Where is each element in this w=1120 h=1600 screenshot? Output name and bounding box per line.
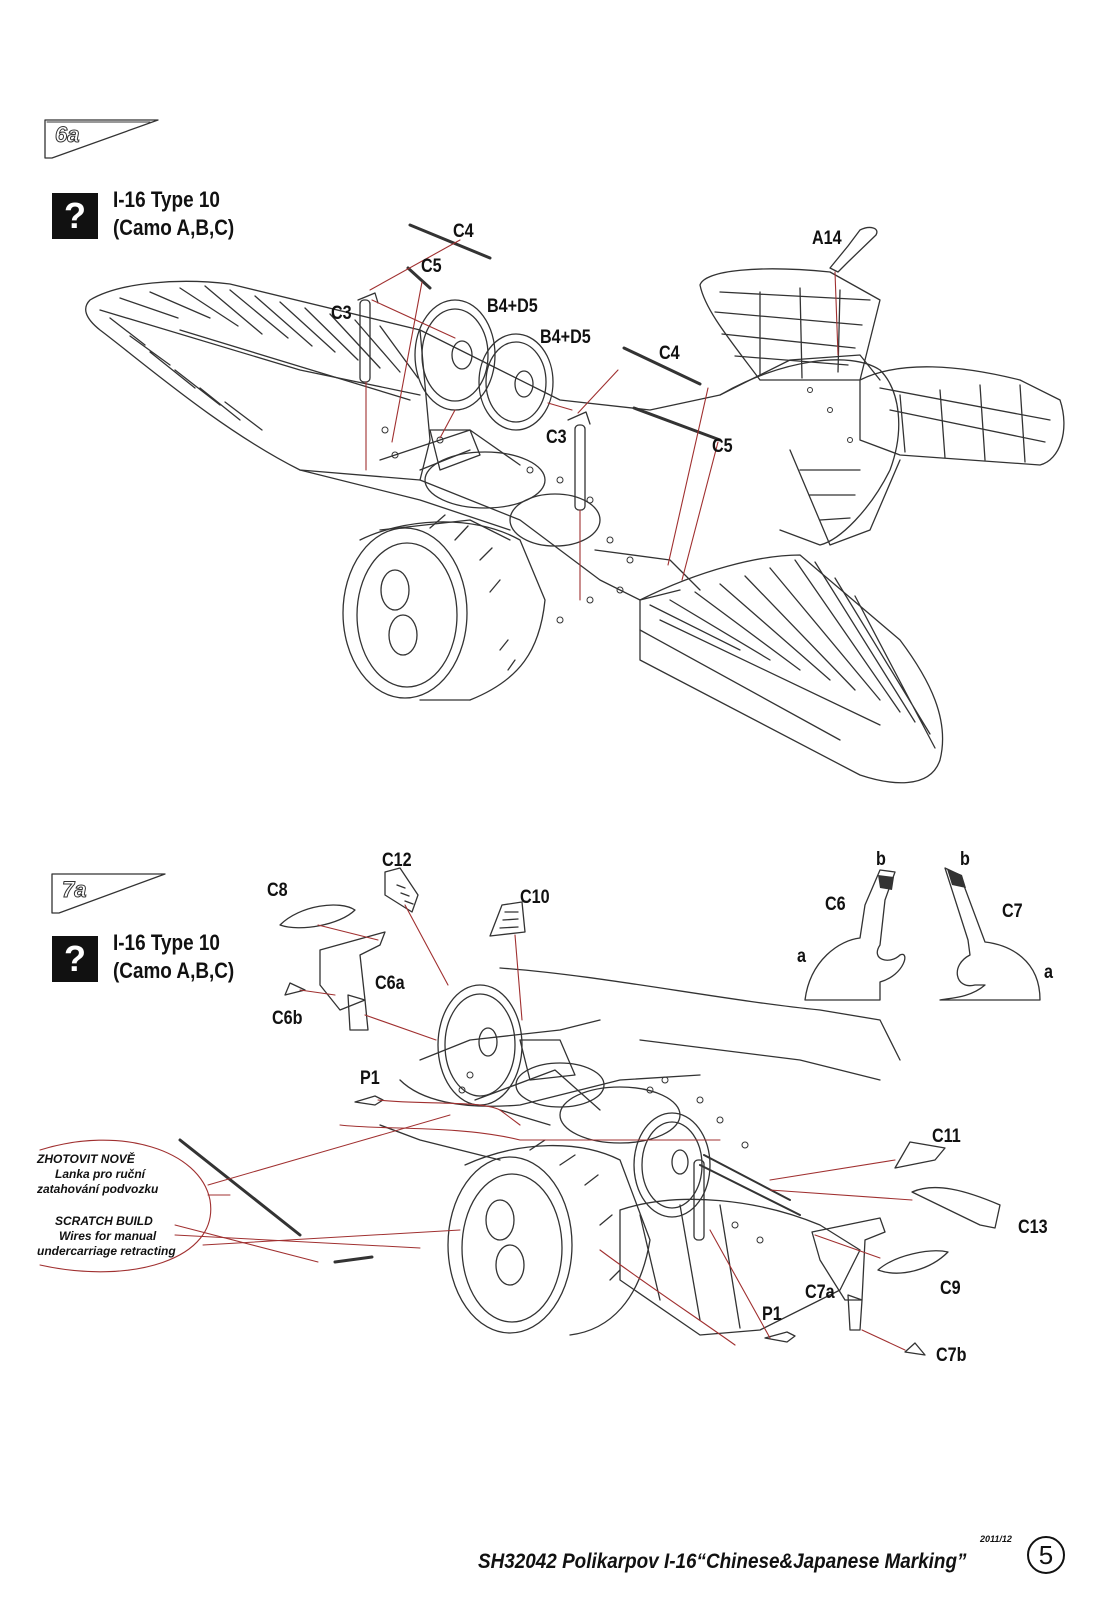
help-icon: ? <box>52 936 98 982</box>
part-label-p1: P1 <box>762 1304 782 1325</box>
part-label-c5: C5 <box>421 256 442 277</box>
step-7a-title-line1: I-16 Type 10 <box>113 930 220 955</box>
part-label-c7b: C7b <box>936 1345 967 1366</box>
part-label-c6a: C6a <box>375 973 405 994</box>
c6-c7-detail <box>804 867 1041 1001</box>
step-6a-title-line2: (Camo A,B,C) <box>113 215 235 240</box>
detail-label-b: b <box>960 849 970 870</box>
part-label-c6b: C6b <box>272 1008 303 1029</box>
page-number: 5 <box>1027 1536 1065 1574</box>
part-label-b4-d5: B4+D5 <box>540 327 591 348</box>
part-label-c10: C10 <box>520 887 550 908</box>
step-7a-title-line2: (Camo A,B,C) <box>113 958 235 983</box>
part-label-p1: P1 <box>360 1068 380 1089</box>
leader-lines-7a <box>299 904 913 1351</box>
aircraft-7a <box>279 867 1001 1356</box>
detail-label-b: b <box>876 849 886 870</box>
part-label-c8: C8 <box>267 880 288 901</box>
print-date: 2011/12 <box>980 1534 1012 1544</box>
part-label-c7a: C7a <box>805 1282 835 1303</box>
aircraft-6a <box>85 223 1065 784</box>
part-label-c5: C5 <box>712 436 733 457</box>
step-6a-tag: 6a <box>54 122 80 148</box>
part-label-c11: C11 <box>932 1126 961 1147</box>
note-czech: ZHOTOVIT NOVĚ Lanka pro ruční zatahování… <box>37 1152 158 1197</box>
step-6a-banner <box>44 119 159 159</box>
step-7a-banner <box>51 873 166 914</box>
part-label-b4-d5: B4+D5 <box>487 296 538 317</box>
kit-title: SH32042 Polikarpov I-16“Chinese&Japanese… <box>478 1550 967 1573</box>
part-label-c9: C9 <box>940 1278 961 1299</box>
part-label-c13: C13 <box>1018 1217 1048 1238</box>
part-label-c12: C12 <box>382 850 412 871</box>
note-english-line2: Wires for manual <box>59 1229 157 1243</box>
help-icon: ? <box>52 193 98 239</box>
detail-label-c6: C6 <box>825 894 846 915</box>
part-label-c4: C4 <box>453 221 474 242</box>
detail-label-a: a <box>797 946 806 967</box>
note-czech-line1: ZHOTOVIT NOVĚ <box>37 1152 135 1166</box>
note-english-line3: undercarriage retracting <box>37 1244 176 1258</box>
part-label-c3: C3 <box>546 427 567 448</box>
part-label-a14: A14 <box>812 228 842 249</box>
part-label-c4: C4 <box>659 343 680 364</box>
wire-callout <box>39 1114 461 1273</box>
step-6a-title-line1: I-16 Type 10 <box>113 187 220 212</box>
step-6a-title: I-16 Type 10 (Camo A,B,C) <box>113 186 234 242</box>
step-7a-title: I-16 Type 10 (Camo A,B,C) <box>113 929 234 985</box>
note-czech-line2: Lanka pro ruční <box>55 1167 146 1181</box>
detail-label-a: a <box>1044 962 1053 983</box>
step-7a-tag: 7a <box>61 877 87 903</box>
note-english-line1: SCRATCH BUILD <box>55 1214 153 1228</box>
leader-lines-6a <box>365 239 839 601</box>
note-czech-line3: zatahování podvozku <box>37 1182 159 1196</box>
part-label-c3: C3 <box>331 303 352 324</box>
note-english: SCRATCH BUILD Wires for manual undercarr… <box>37 1214 176 1259</box>
detail-label-c7: C7 <box>1002 901 1023 922</box>
